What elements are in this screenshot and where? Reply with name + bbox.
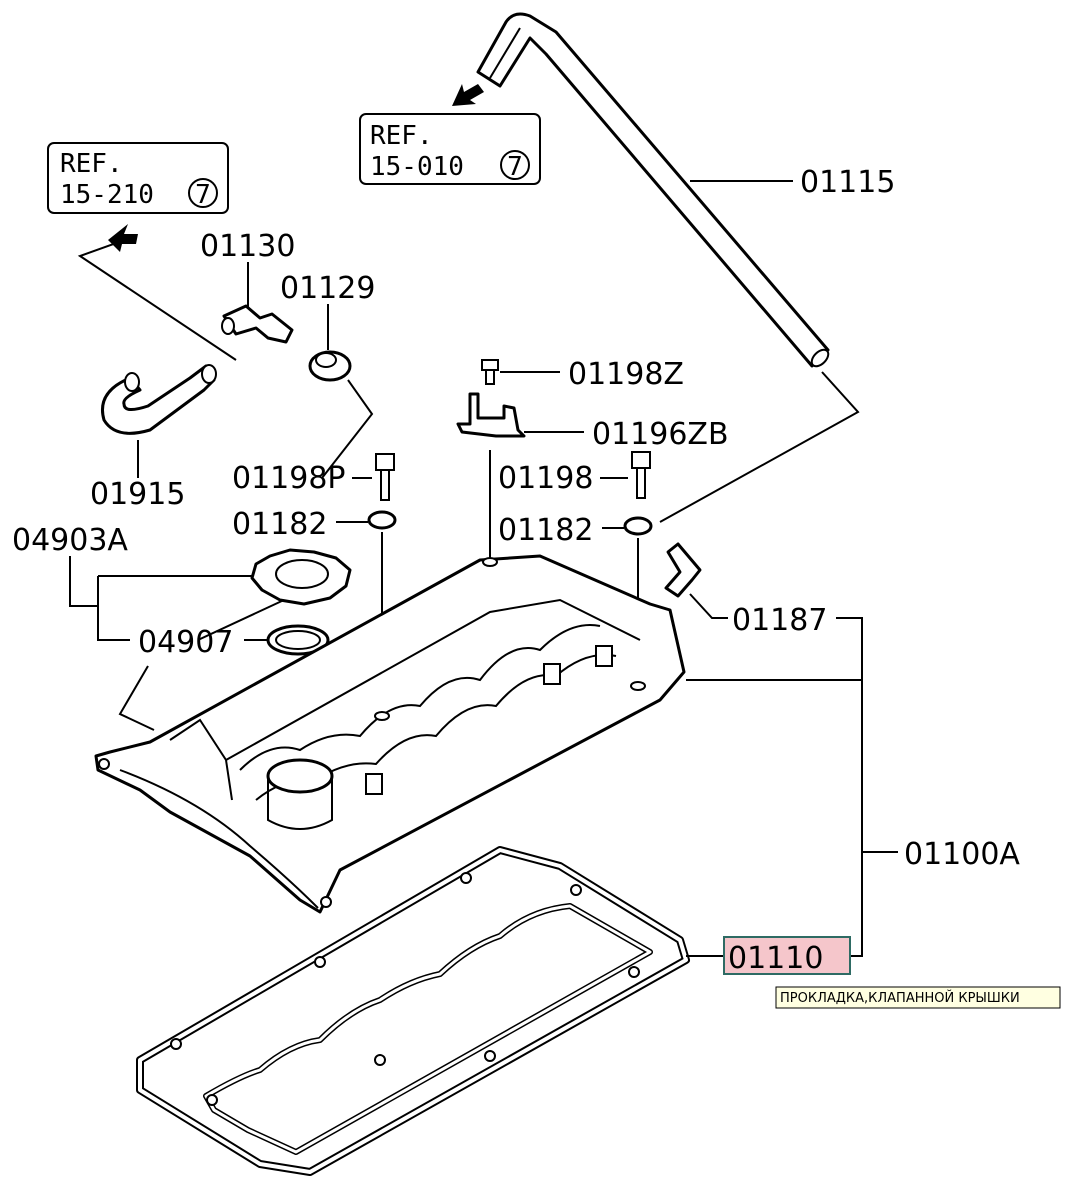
label-01196zb[interactable]: 01196ZB <box>592 417 729 452</box>
label-01915[interactable]: 01915 <box>90 477 185 512</box>
label-01110: 01110 <box>728 941 823 976</box>
bracket-01196zb-part[interactable] <box>456 392 526 438</box>
label-04907[interactable]: 04907 <box>138 625 233 660</box>
oil-filler-cap-part[interactable] <box>250 548 352 606</box>
pcv-fitting-part[interactable] <box>664 542 702 598</box>
tooltip-text: ПРОКЛАДКА,КЛАПАННОЙ КРЫШКИ <box>780 990 1020 1006</box>
label-01198[interactable]: 01198 <box>498 461 593 496</box>
bolt-01198p-part[interactable] <box>375 453 395 501</box>
breather-hose-part[interactable] <box>476 12 831 369</box>
rocker-cover-part[interactable] <box>94 554 686 914</box>
label-01100a[interactable]: 01100A <box>904 837 1020 872</box>
washer-01182-left-part[interactable] <box>367 510 397 530</box>
label-01198z[interactable]: 01198Z <box>568 357 684 392</box>
label-01115[interactable]: 01115 <box>800 165 895 200</box>
ref-15-010-line2: 15-010 <box>370 152 464 182</box>
label-01129[interactable]: 01129 <box>280 271 375 306</box>
highlighted-part-01110[interactable]: 01110 <box>723 936 851 976</box>
bolt-01198z-part[interactable] <box>481 359 499 385</box>
label-01130[interactable]: 01130 <box>200 229 295 264</box>
ref-15-010-circle: 7 <box>507 152 523 182</box>
grommet-part[interactable] <box>308 350 352 382</box>
label-01187[interactable]: 01187 <box>732 603 827 638</box>
ref-15-010-line1: REF. <box>370 121 433 151</box>
label-04903a[interactable]: 04903A <box>12 523 128 558</box>
bolt-01198-part[interactable] <box>631 451 651 499</box>
label-01198p[interactable]: 01198P <box>232 461 346 496</box>
pcv-hose-part[interactable] <box>101 364 217 435</box>
oil-cap-gasket-part[interactable] <box>266 624 330 656</box>
ref-15-210-line1: REF. <box>60 149 123 179</box>
ref-15-210-circle: 7 <box>195 180 211 210</box>
ref-box-15-010[interactable]: REF. 15-010 7 <box>359 113 541 185</box>
ref-box-15-210[interactable]: REF. 15-210 7 <box>47 142 229 214</box>
label-01182-left[interactable]: 01182 <box>232 507 327 542</box>
arrow-icon <box>452 84 484 106</box>
arrow-icon <box>108 224 138 252</box>
rocker-cover-gasket-part[interactable] <box>136 846 690 1176</box>
ref-15-210-line2: 15-210 <box>60 180 154 210</box>
pcv-valve-part[interactable] <box>221 304 294 344</box>
washer-01182-right-part[interactable] <box>623 516 653 536</box>
part-tooltip: ПРОКЛАДКА,КЛАПАННОЙ КРЫШКИ <box>775 986 1061 1009</box>
label-01182-right[interactable]: 01182 <box>498 513 593 548</box>
